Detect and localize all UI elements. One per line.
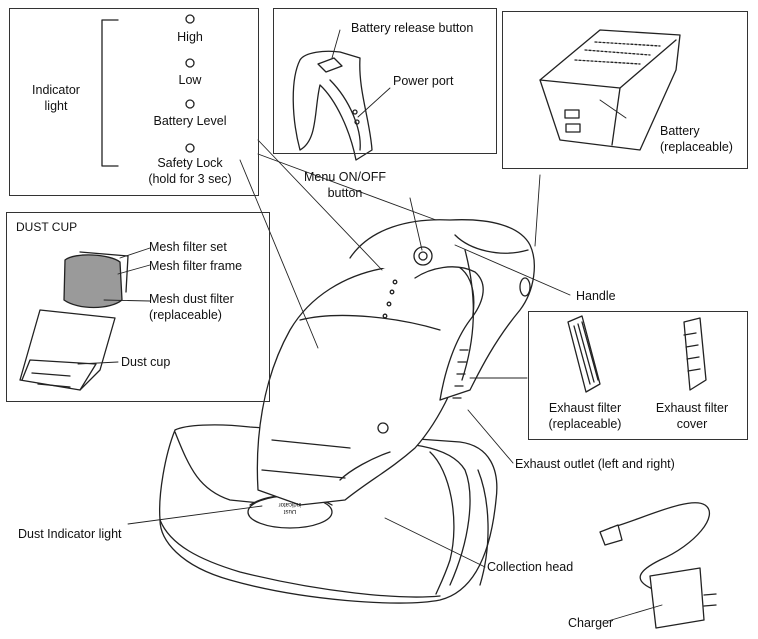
indicator-bracket — [101, 19, 119, 167]
indicator-item-battery-level: Battery Level — [153, 114, 227, 128]
dust-indicator-oval-text: Dust indicator — [278, 501, 302, 514]
exhaust-outlet-label: Exhaust outlet (left and right) — [515, 457, 675, 471]
menu-button-label: Menu ON/OFF button — [304, 170, 386, 200]
battery-shape — [539, 29, 681, 151]
charger-shape — [599, 502, 717, 629]
dust-cup-title: DUST CUP — [16, 220, 78, 234]
collection-head-label: Collection head — [487, 560, 574, 574]
dust-cup-panel — [6, 212, 270, 402]
indicator-dot-battery — [185, 99, 195, 109]
indicator-light-label: Indicator light — [32, 83, 80, 113]
battery-panel — [502, 11, 748, 169]
menu-button-shape — [413, 246, 433, 266]
indicator-item-safety-lock: Safety Lock (hold for 3 sec) — [148, 156, 232, 186]
charger-label: Charger — [568, 616, 614, 630]
exhaust-filter-label: Exhaust filter (replaceable) — [548, 401, 622, 431]
exhaust-filter-cover-shape — [683, 317, 707, 391]
exhaust-vents — [452, 349, 469, 399]
handle-shape — [349, 219, 535, 401]
handle-side-view — [292, 50, 373, 161]
dust-cup-shape — [19, 309, 116, 391]
leader-lines — [77, 29, 663, 622]
dust-indicator-light-label: Dust Indicator light — [18, 527, 122, 541]
mesh-filter-frame-label: Mesh filter frame — [149, 259, 243, 273]
vacuum-body-shape — [256, 239, 475, 506]
battery-label: Battery (replaceable) — [660, 124, 733, 154]
exhaust-filter-panel — [528, 311, 748, 440]
indicator-dot-low — [185, 58, 195, 68]
indicator-item-low: Low — [178, 73, 202, 87]
battery-release-button-label: Battery release button — [351, 21, 474, 35]
dust-cup-label: Dust cup — [121, 355, 171, 369]
indicator-light-panel — [9, 8, 259, 196]
mesh-dust-filter-label: Mesh dust filter (replaceable) — [149, 292, 234, 322]
handle-label: Handle — [576, 289, 616, 303]
exhaust-filter-shape — [567, 315, 601, 393]
power-port-label: Power port — [393, 74, 454, 88]
indicator-dot-high — [185, 14, 195, 24]
exhaust-filter-cover-label: Exhaust filter cover — [655, 401, 729, 431]
indicator-dot-lock — [185, 143, 195, 153]
handle-detail-panel — [273, 8, 497, 154]
indicator-item-high: High — [177, 30, 203, 44]
mesh-filter-set-label: Mesh filter set — [149, 240, 227, 254]
